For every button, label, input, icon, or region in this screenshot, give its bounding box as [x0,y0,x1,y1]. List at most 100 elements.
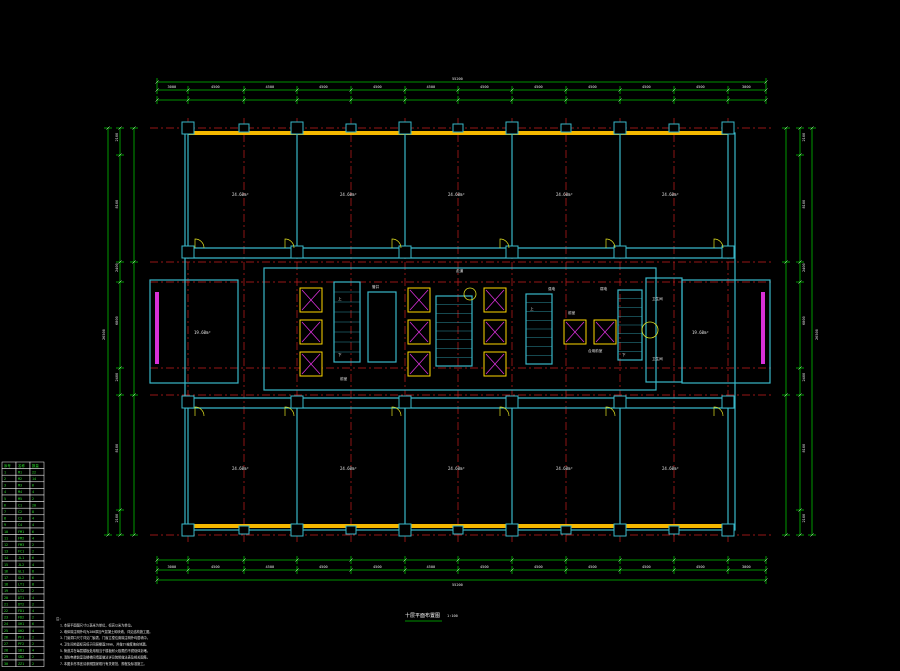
room-area-top: 24.60m² [340,192,357,197]
bottom-grid-dim-slash [186,558,190,562]
legend-cell-text: PF2 [18,642,24,646]
bottom-bay-dim-slash [155,568,159,572]
left-grid-dim-slash [132,393,136,397]
left-side-dim-slash [118,153,122,157]
legend-cell-text: 22 [4,609,8,613]
bottom-bay-dim-slash [672,568,676,572]
bottom-grid-dim-slash [764,558,768,562]
legend-cell-text: 6 [32,484,34,488]
core-room-label: 卫生间 [652,356,663,361]
stair-direction-label: 上 [530,306,534,311]
legend-cell-text: FD2 [18,616,24,620]
legend-cell-text: 20 [32,503,36,507]
walls [149,121,771,537]
door-top-room [194,238,205,249]
legend-cell-text: LT2 [18,589,24,593]
bottom-bay-dim-slash [564,568,568,572]
window-pier [345,525,357,535]
legend-cell-text: LT1 [18,583,24,587]
right-side-dim-label: 8100 [802,200,806,209]
round-column [463,287,477,301]
elevator-cross [595,321,615,343]
right-side-dim-slash [798,280,802,284]
room-area-top: 24.60m² [662,192,679,197]
door-top-room [605,238,616,249]
window-pier [560,525,572,535]
legend-cell-text: DT1 [18,596,24,600]
toilet-block [645,277,683,383]
bottom-grid-dim-slash [618,558,622,562]
column [721,395,735,409]
window-pier [238,123,250,133]
legend-cell-text: 2 [32,543,34,547]
top-grid-dim-slash [242,98,246,102]
top-bay-dim-label: 4500 [211,85,220,89]
legend-cell-text: 18 [4,583,8,587]
bottom-bay-dim-slash [295,568,299,572]
legend-cell-text: M2 [18,477,22,481]
legend-cell-text: ZZ1 [18,662,24,666]
left-side-dim-label: 2100 [115,133,119,142]
bottom-overall-dim-slash [764,578,768,582]
left-wing-wall [149,279,239,384]
legend-cell-text: 数量 [32,463,39,468]
legend-cell-text: 4 [32,523,34,527]
legend-cell-text: SB2 [18,655,24,659]
core-room-label: 前室 [568,310,576,315]
column [290,121,304,135]
bottom-bay-dim-label: 4500 [480,565,489,569]
legend-cell-text: GL2 [18,576,24,580]
window-pier [668,123,680,133]
top-bay-dim-label: 3000 [168,85,177,89]
core-outline [263,267,657,391]
legend-cell-text: DT2 [18,602,24,606]
legend-cell-text: 22 [32,470,36,474]
bottom-bay-dim-label: 3000 [742,565,751,569]
right-side-dim-slash [798,260,802,264]
legend-cell-text: 2 [32,589,34,593]
legend-cell-text: 10 [4,530,8,534]
top-grid-dim-slash [456,98,460,102]
legend-cell-text: GL1 [18,569,24,573]
right-side-dim-slash [798,533,802,537]
legend-cell-text: 14 [32,477,36,481]
left-side-dim-slash [118,393,122,397]
bottom-grid-dim-slash [510,558,514,562]
column [181,523,195,537]
column [721,523,735,537]
top-bay-dim-label: 4500 [588,85,597,89]
bottom-bay-dim-slash [456,568,460,572]
right-side-dim-slash [798,126,802,130]
top-overall-dim-label: 55200 [452,77,463,81]
bottom-grid-dim-slash [456,558,460,562]
door-top-room [713,238,724,249]
legend-cell-text: 4 [4,490,6,494]
left-side-dim-slash [118,508,122,512]
top-bay-dim-label: 4500 [266,85,275,89]
top-grid-dim-slash [764,98,768,102]
top-grid-dim-slash [726,98,730,102]
top-grid-dim-slash [672,98,676,102]
legend-cell-text: 4 [32,490,34,494]
left-overall-dim-label: 26500 [102,329,106,340]
legend-cell [29,659,45,667]
round-column [641,321,659,339]
window-pier [452,525,464,535]
legend-cell-text: JL2 [18,563,24,567]
bottom-grid-dim-slash [155,558,159,562]
right-side-dim-label: 2400 [802,373,806,382]
legend-cell-text: 5 [4,497,6,501]
left-side-dim-slash [118,280,122,284]
notes-block: 注:1.本层平面图尺寸以毫米为单位，标高以米为单位。2.墙体除注明外均为200厚… [56,616,152,666]
elevator-cross [409,321,429,343]
legend-cell-text: M3 [18,484,22,488]
legend-cell-text: 2 [32,642,34,646]
legend-cell-text: 4 [32,536,34,540]
note-line: 注: [56,616,61,621]
core-room-label: 合用前室 [588,348,603,353]
plan-scale: 1:100 [447,614,458,618]
right-side-dim-label: 2100 [802,133,806,142]
